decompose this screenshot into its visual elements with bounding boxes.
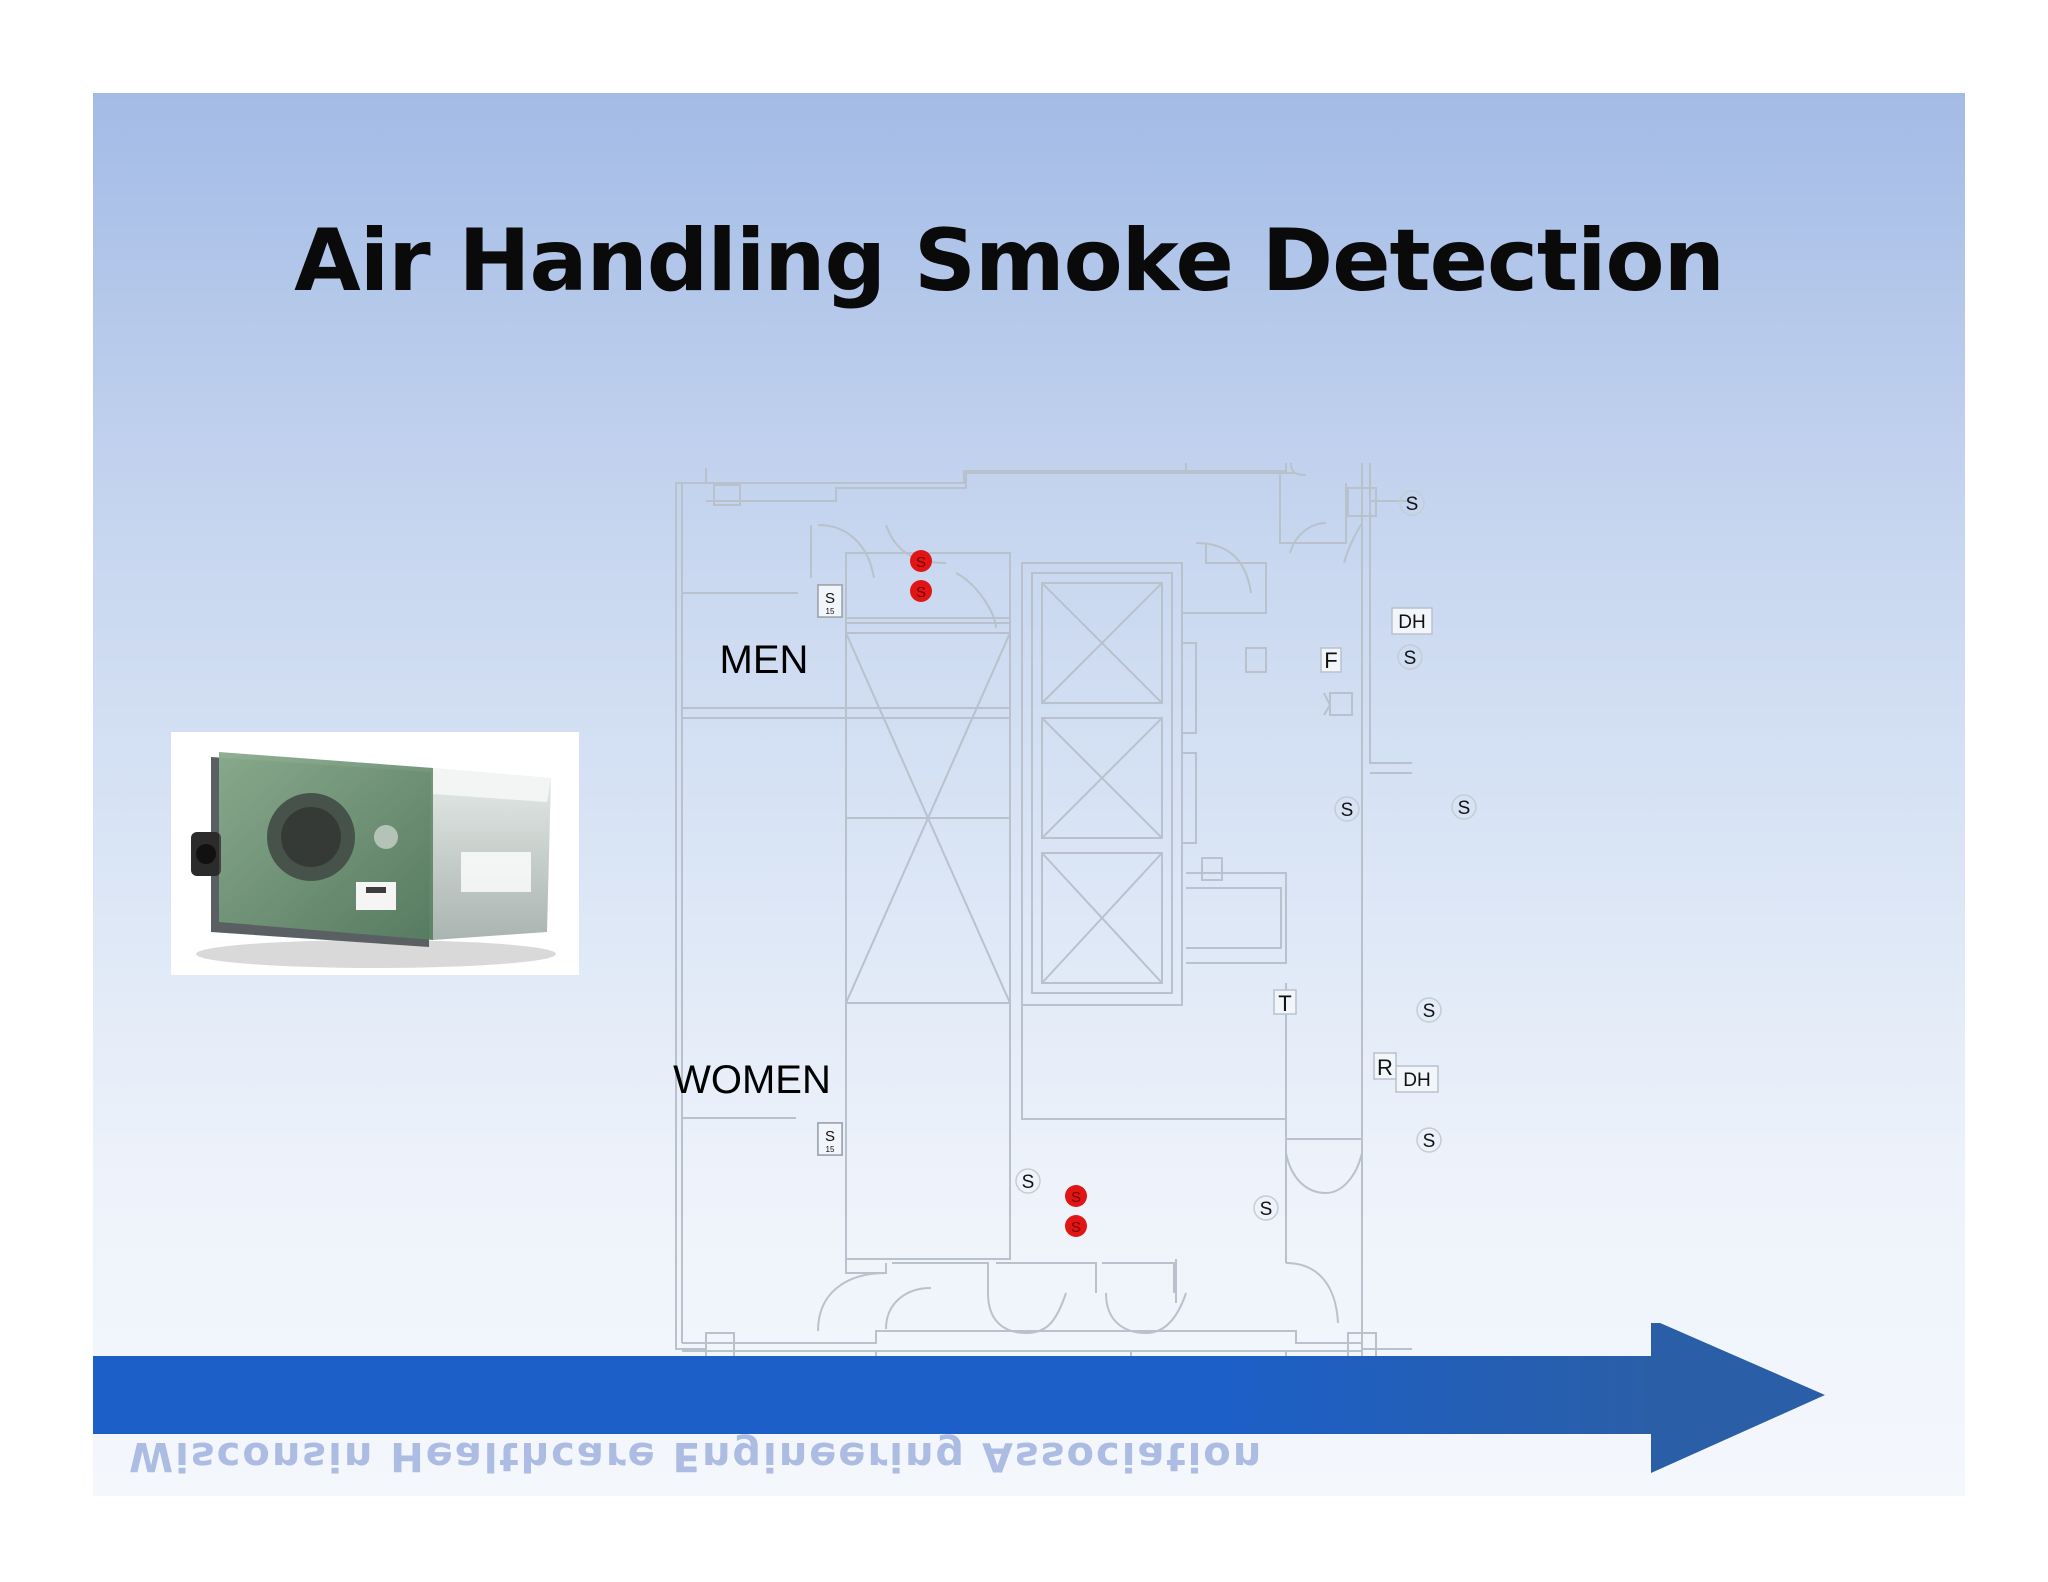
smoke-detector-icon: S	[1423, 1131, 1436, 1152]
marker-t: T	[1278, 991, 1291, 1016]
active-smoke-detector-icon: S	[1065, 1215, 1087, 1237]
rated-detector: S 15	[817, 1122, 843, 1156]
detector-label: S	[916, 584, 926, 601]
rated-detector-label: S	[825, 590, 835, 607]
active-smoke-detector-icon: S	[910, 580, 932, 602]
active-smoke-detector-icon: S	[1065, 1185, 1087, 1207]
floor-plan: MEN WOMEN S 15 S 15 S S	[586, 453, 1556, 1368]
smoke-detector-icon: S	[1022, 1172, 1035, 1193]
active-smoke-detector-icon: S	[910, 550, 932, 572]
slide: Air Handling Smoke Detection	[93, 93, 1965, 1496]
smoke-detector-icon: S	[1341, 800, 1354, 821]
room-label-women: WOMEN	[673, 1058, 831, 1102]
detector-label: S	[1071, 1219, 1081, 1236]
smoke-detector-icon: S	[1406, 494, 1419, 515]
detector-label: S	[1071, 1189, 1081, 1206]
room-label-men: MEN	[720, 638, 809, 682]
smoke-detector-icon: S	[1260, 1199, 1273, 1220]
detector-label: S	[916, 554, 926, 571]
duct-detector-label: DH	[1403, 1070, 1430, 1091]
rated-detector-label: S	[825, 1128, 835, 1145]
slide-title: Air Handling Smoke Detection	[294, 211, 1725, 311]
duct-detector-device-image	[171, 732, 579, 975]
rated-detector-rating: 15	[826, 1145, 835, 1154]
smoke-detector-icon: S	[1404, 648, 1417, 669]
marker-r: R	[1377, 1055, 1393, 1080]
rated-detector-rating: 15	[826, 607, 835, 616]
smoke-detector-icon: S	[1458, 798, 1471, 819]
rated-detector: S 15	[817, 584, 843, 618]
duct-detector-label: DH	[1398, 612, 1425, 633]
smoke-detector-icon: S	[1423, 1001, 1436, 1022]
floor-plan-walls	[675, 453, 1412, 1368]
progress-arrow-icon	[93, 1319, 1965, 1493]
marker-f: F	[1324, 648, 1337, 673]
